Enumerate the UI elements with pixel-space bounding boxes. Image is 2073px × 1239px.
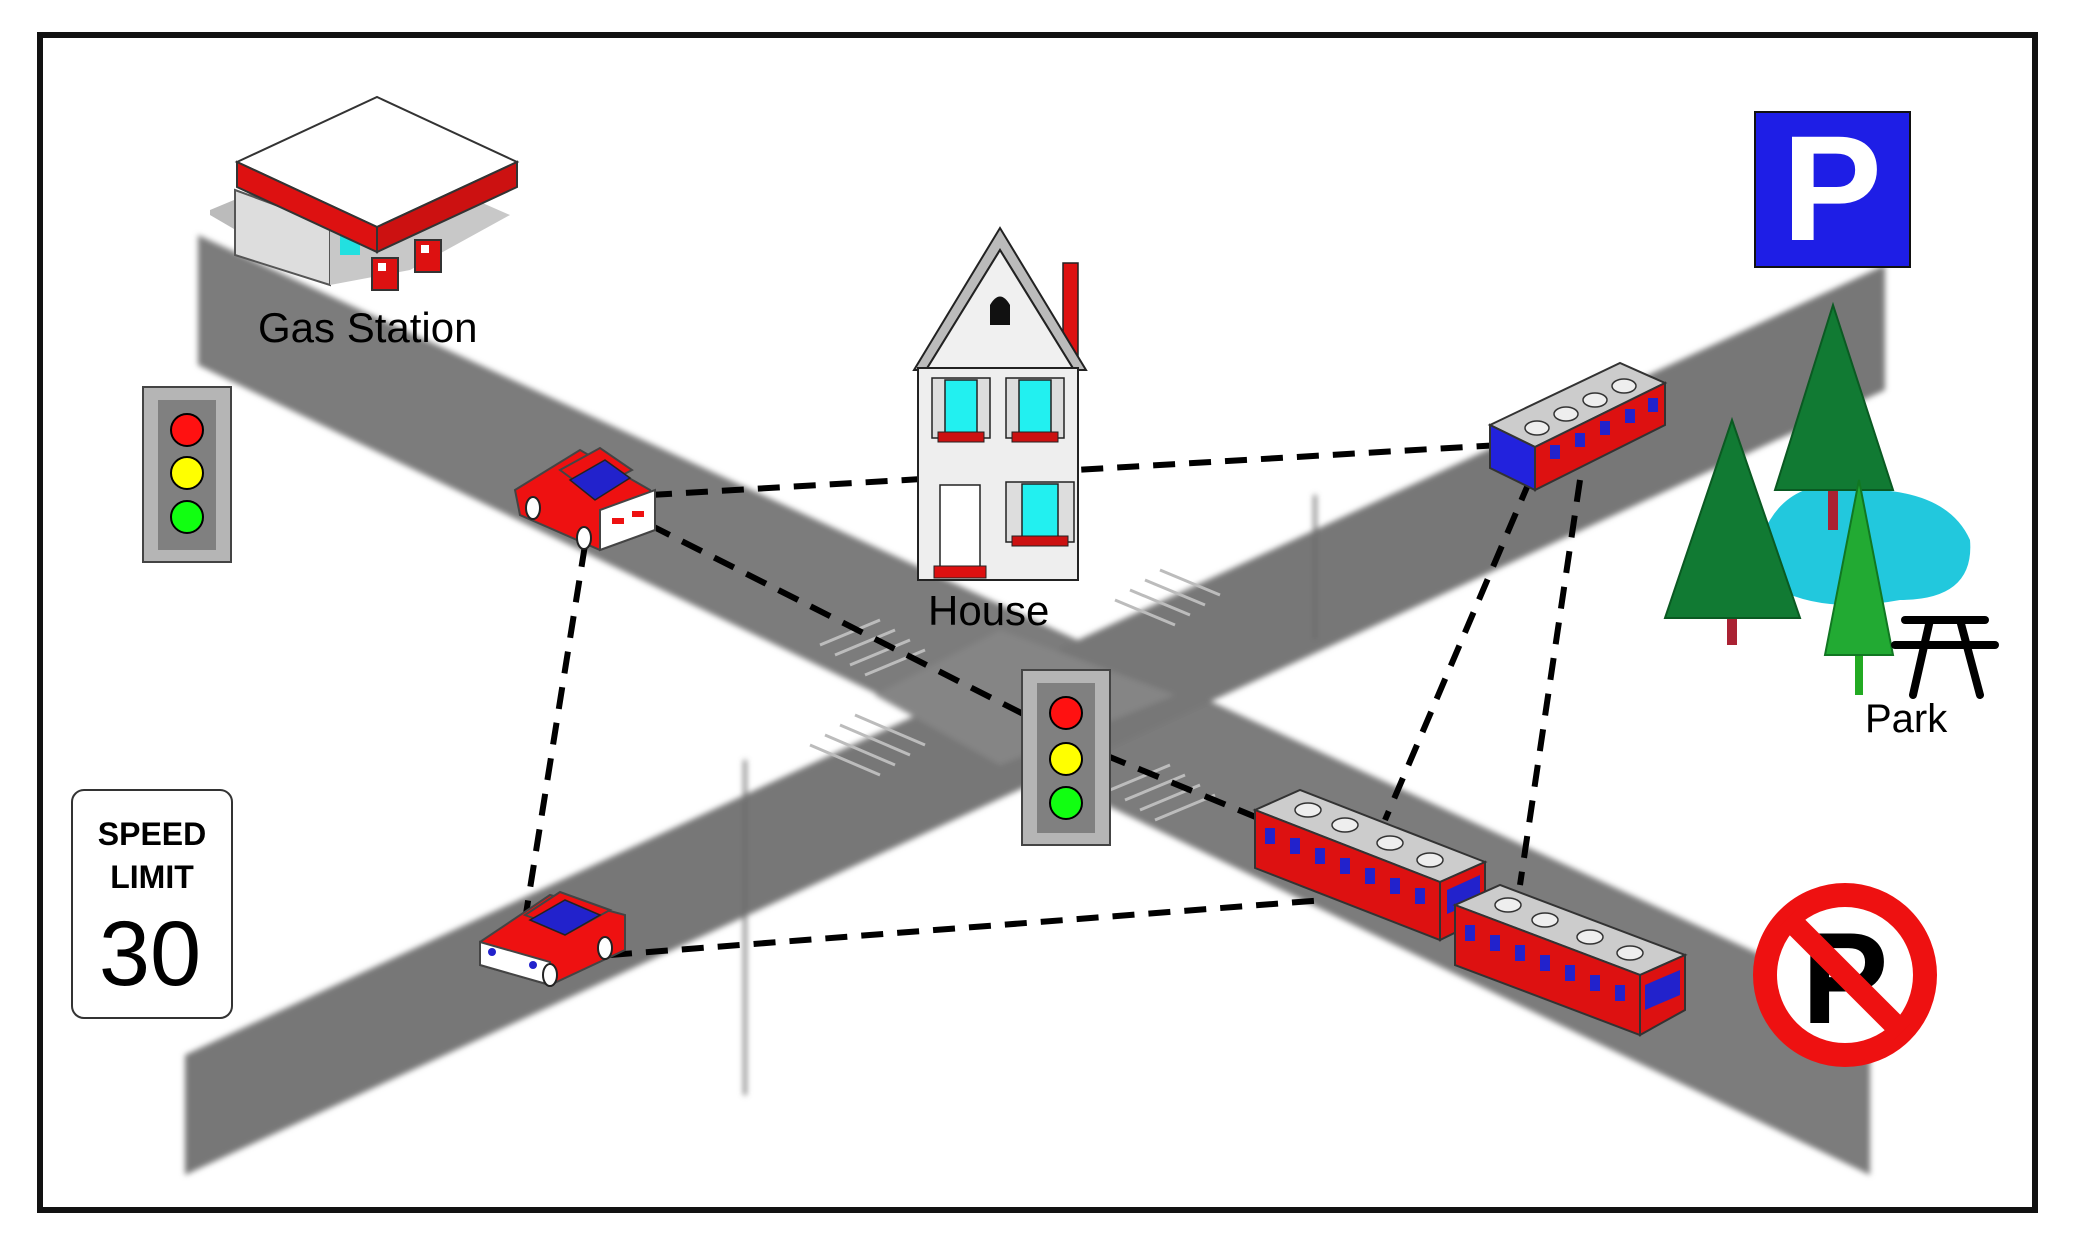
house-icon [912,226,1088,581]
speed-sign-line2: LIMIT [110,859,194,895]
crosswalk-north [1114,568,1221,627]
speed-sign-value: 30 [99,903,201,1005]
traffic-light-icon [1021,669,1111,846]
pine-tree-icon [1663,416,1802,645]
picnic-table-icon [1891,616,1999,699]
car-icon [479,890,626,987]
tram-icon [1452,883,1688,1037]
crosswalks [809,568,1221,822]
parking-sign-icon: P [1754,104,1911,272]
crosswalk-south [809,713,926,777]
fuel-pump [414,239,442,273]
parking-sign-letter: P [1782,104,1882,272]
speed-limit-sign-icon: SPEED LIMIT 30 [71,789,233,1019]
park-area [1663,301,1999,699]
house-door [939,484,981,568]
fuel-pump [371,257,399,291]
car-icon [513,446,657,552]
no-parking-sign-icon: P [1753,883,1937,1067]
crosswalk-west [819,618,926,677]
house-label: House [928,587,1049,634]
speed-sign-line1: SPEED [98,816,206,852]
pine-tree-icon [1773,301,1895,530]
gas-station-label: Gas Station [258,304,477,351]
pine-tree-icon [1823,479,1895,695]
tram-icon [1487,361,1668,492]
traffic-light-icon [142,386,232,563]
park-label: Park [1865,697,1948,741]
gas-station-icon [210,95,520,291]
communication-links [522,442,1583,958]
